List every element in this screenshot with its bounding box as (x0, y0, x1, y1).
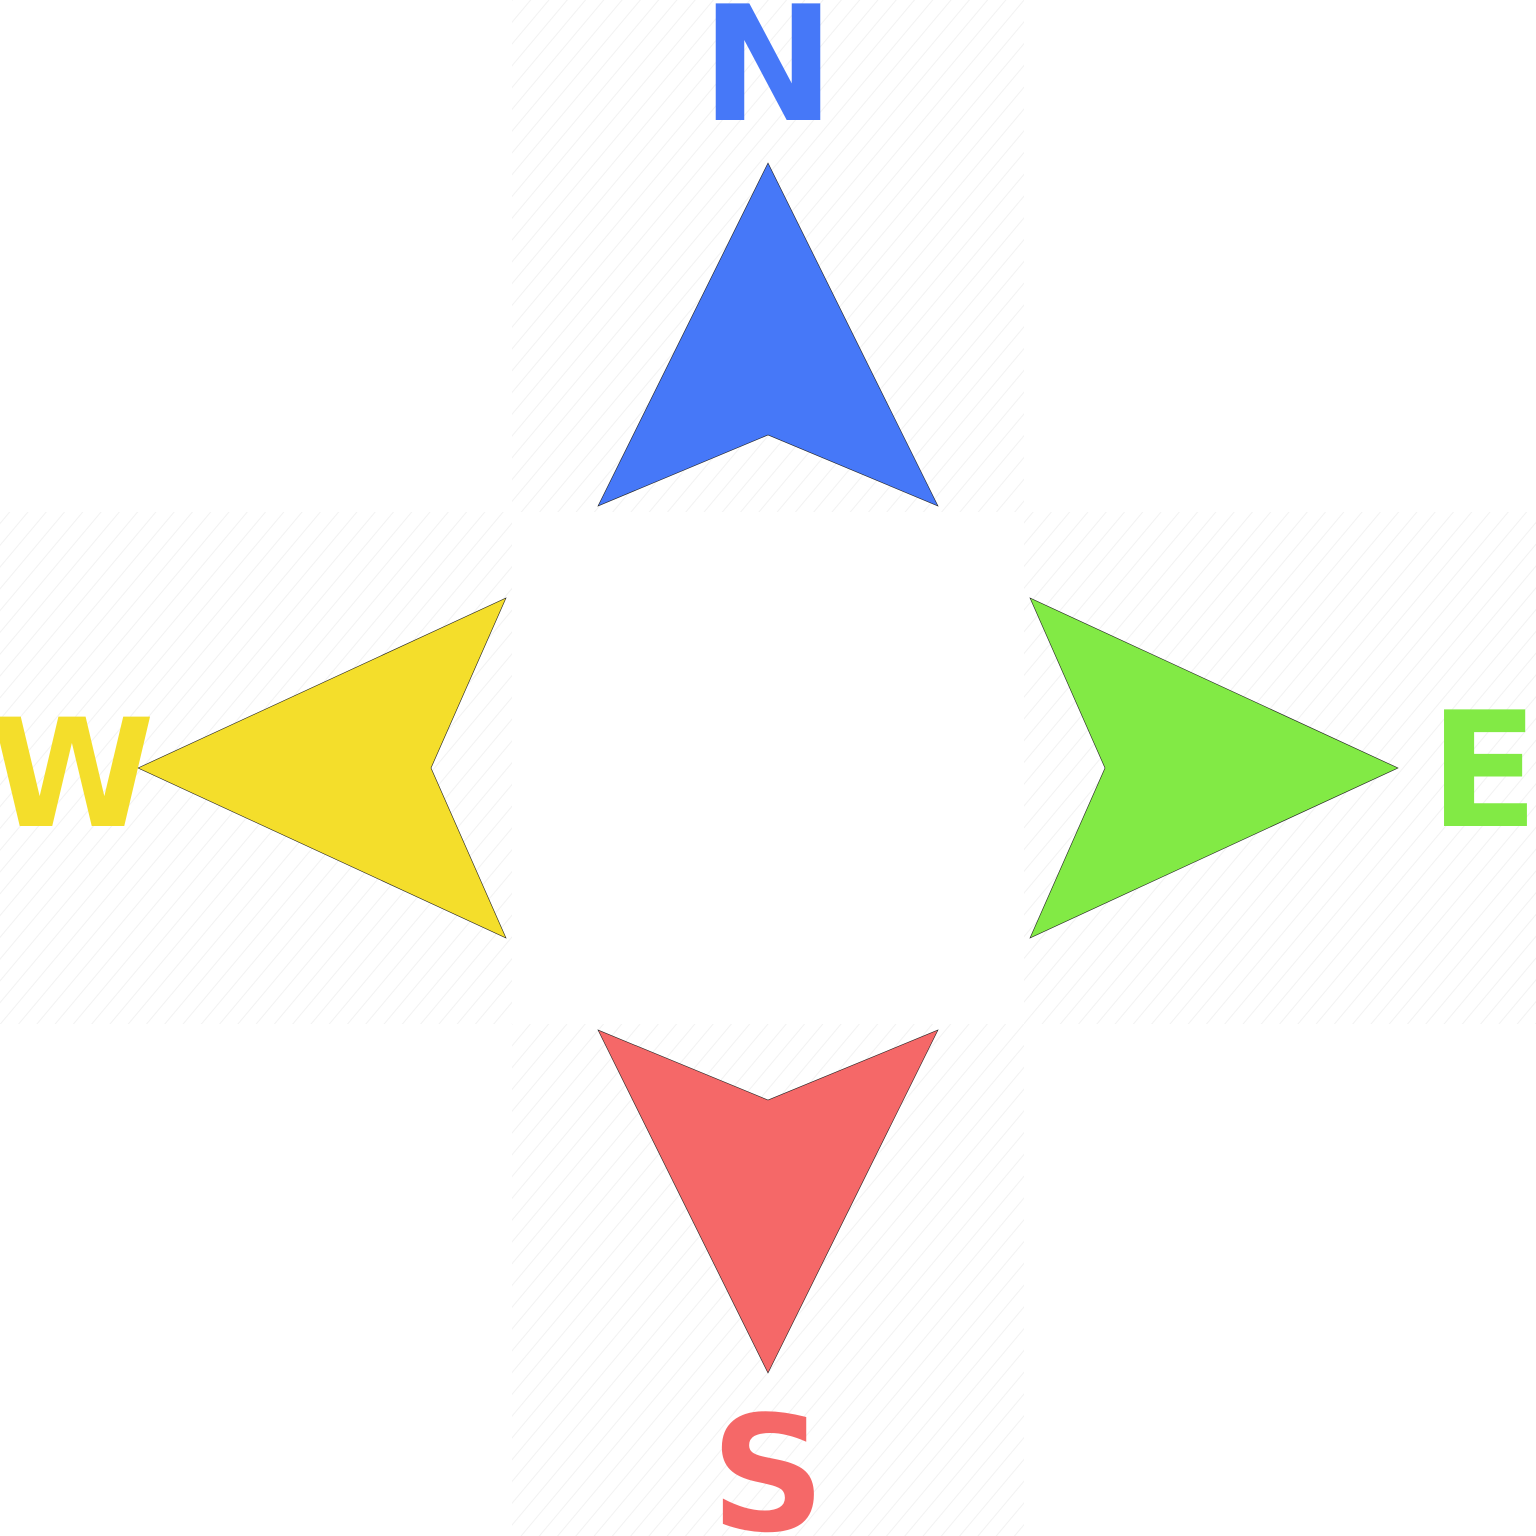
north-label: N (701, 0, 835, 158)
south-label: S (710, 1381, 825, 1536)
north-arrow-icon (597, 162, 939, 507)
east-label: E (1429, 677, 1536, 864)
west-arrow-icon (137, 597, 507, 939)
west-label: W (0, 688, 155, 862)
south-arrow-icon (597, 1029, 939, 1374)
east-arrow-icon (1029, 597, 1399, 939)
